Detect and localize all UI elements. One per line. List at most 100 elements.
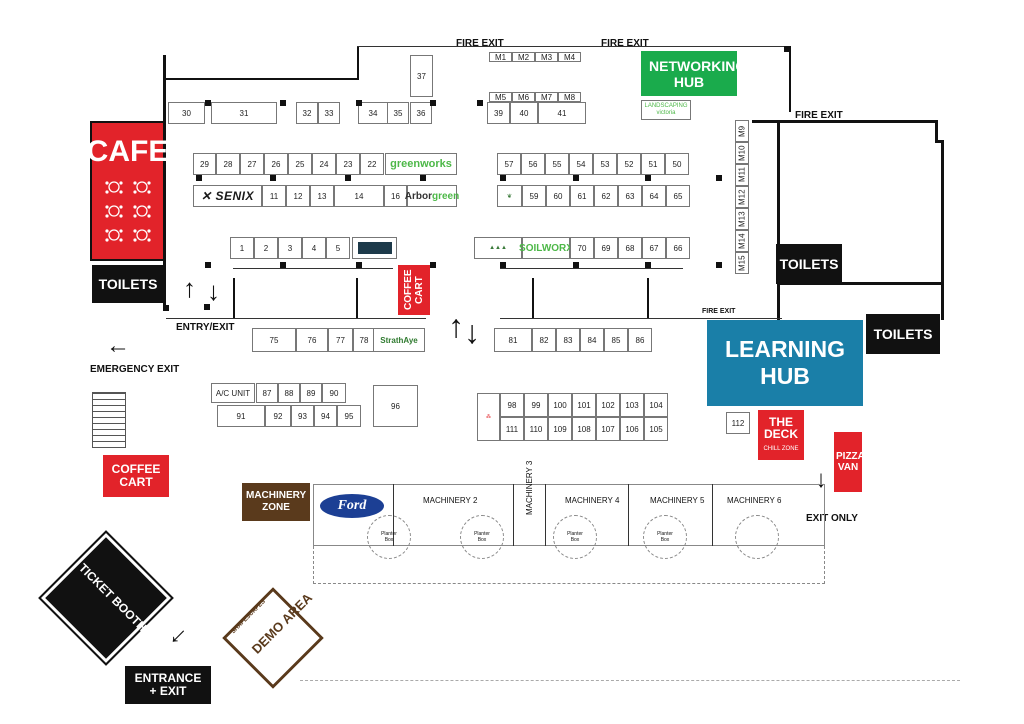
booth[interactable]: 36	[410, 102, 432, 124]
toilets-far-right[interactable]: TOILETS	[866, 314, 940, 354]
booth[interactable]: 85	[604, 328, 628, 352]
booth[interactable]: 2	[254, 237, 278, 259]
booth[interactable]: M4	[558, 52, 581, 62]
booth[interactable]: 77	[328, 328, 353, 352]
booth[interactable]: 106	[620, 417, 644, 441]
booth[interactable]: 91	[217, 405, 265, 427]
booth[interactable]: 109	[548, 417, 572, 441]
booth[interactable]: 89	[300, 383, 322, 403]
machinery-5[interactable]: MACHINERY 5	[650, 496, 705, 505]
booth[interactable]: 105	[644, 417, 668, 441]
booth[interactable]: 108	[572, 417, 596, 441]
booth[interactable]: M8	[558, 92, 581, 102]
booth[interactable]: 33	[318, 102, 340, 124]
the-deck[interactable]: THE DECK CHILL ZONE	[758, 410, 804, 460]
booth[interactable]: 25	[288, 153, 312, 175]
booth[interactable]: 69	[594, 237, 618, 259]
machinery-3[interactable]: MACHINERY 3	[525, 460, 534, 515]
learning-hub[interactable]: LEARNING HUB	[707, 320, 863, 406]
booth[interactable]: 12	[286, 185, 310, 207]
booth[interactable]: 55	[545, 153, 569, 175]
booth[interactable]: 30	[168, 102, 205, 124]
booth[interactable]: 35	[387, 102, 409, 124]
booth[interactable]: 93	[291, 405, 314, 427]
booth[interactable]: 103	[620, 393, 644, 417]
booth[interactable]: 86	[628, 328, 652, 352]
booth[interactable]: 70	[570, 237, 594, 259]
booth[interactable]: 64	[642, 185, 666, 207]
booth[interactable]: 63	[618, 185, 642, 207]
booth[interactable]: 16	[384, 185, 407, 207]
booth[interactable]: 4	[302, 237, 326, 259]
booth[interactable]: 40	[510, 102, 538, 124]
booth[interactable]: 32	[296, 102, 318, 124]
booth[interactable]: 81	[494, 328, 532, 352]
booth[interactable]: M7	[535, 92, 558, 102]
booth[interactable]: 75	[252, 328, 296, 352]
booth[interactable]: 26	[264, 153, 288, 175]
booth[interactable]: 100	[548, 393, 572, 417]
booth[interactable]: 110	[524, 417, 548, 441]
toilets-left[interactable]: TOILETS	[92, 265, 164, 303]
booth[interactable]: 84	[580, 328, 604, 352]
booth[interactable]: 3	[278, 237, 302, 259]
booth[interactable]: M10	[735, 142, 749, 164]
networking-hub[interactable]: NETWORKING HUB	[641, 51, 746, 96]
booth[interactable]: M12	[735, 186, 749, 208]
booth[interactable]: 60	[546, 185, 570, 207]
booth[interactable]: 66	[666, 237, 690, 259]
booth[interactable]: 65	[666, 185, 690, 207]
machinery-6[interactable]: MACHINERY 6	[727, 496, 782, 505]
booth[interactable]: 107	[596, 417, 620, 441]
booth[interactable]: 68	[618, 237, 642, 259]
booth[interactable]: 54	[569, 153, 593, 175]
booth[interactable]: 29	[193, 153, 216, 175]
booth[interactable]: 41	[538, 102, 586, 124]
booth[interactable]: 61	[570, 185, 594, 207]
booth[interactable]: 95	[337, 405, 361, 427]
coffee-cart-center[interactable]: COFFEE CART	[398, 265, 430, 315]
booth[interactable]: 78	[353, 328, 375, 352]
booth[interactable]: 98	[500, 393, 524, 417]
booth[interactable]: 111	[500, 417, 524, 441]
booth[interactable]: 52	[617, 153, 641, 175]
machinery-2[interactable]: MACHINERY 2	[423, 496, 478, 505]
booth[interactable]: 96	[373, 385, 418, 427]
booth[interactable]: 13	[310, 185, 334, 207]
booth[interactable]: 101	[572, 393, 596, 417]
booth[interactable]: 14	[334, 185, 384, 207]
pizza-van[interactable]: PIZZA VAN	[834, 432, 865, 492]
toilets-right[interactable]: TOILETS	[776, 244, 842, 284]
booth[interactable]: M2	[512, 52, 535, 62]
booth[interactable]: 88	[278, 383, 300, 403]
booth[interactable]: 34	[358, 102, 388, 124]
booth[interactable]: 59	[522, 185, 546, 207]
booth[interactable]: 82	[532, 328, 556, 352]
cafe[interactable]: CAFE	[87, 121, 168, 261]
machinery-zone[interactable]: MACHINERY ZONE	[242, 483, 310, 521]
booth[interactable]: 39	[487, 102, 510, 124]
booth[interactable]: 90	[322, 383, 346, 403]
booth[interactable]: 31	[211, 102, 277, 124]
booth[interactable]: M15	[735, 252, 749, 274]
booth[interactable]: 22	[360, 153, 384, 175]
booth[interactable]: 27	[240, 153, 264, 175]
booth[interactable]: 112	[726, 412, 750, 434]
booth[interactable]: 57	[497, 153, 521, 175]
booth[interactable]: 23	[336, 153, 360, 175]
booth[interactable]: 1	[230, 237, 254, 259]
booth[interactable]: 62	[594, 185, 618, 207]
booth[interactable]: 24	[312, 153, 336, 175]
booth[interactable]: 56	[521, 153, 545, 175]
booth[interactable]: M1	[489, 52, 512, 62]
booth[interactable]: 99	[524, 393, 548, 417]
booth[interactable]: M3	[535, 52, 558, 62]
machinery-4[interactable]: MACHINERY 4	[565, 496, 620, 505]
booth[interactable]: 11	[262, 185, 286, 207]
booth[interactable]: M6	[512, 92, 535, 102]
booth[interactable]: 51	[641, 153, 665, 175]
booth[interactable]: M14	[735, 230, 749, 252]
entrance-exit[interactable]: ENTRANCE + EXIT	[125, 666, 211, 704]
booth[interactable]: 92	[265, 405, 291, 427]
booth[interactable]: M11	[735, 164, 749, 186]
